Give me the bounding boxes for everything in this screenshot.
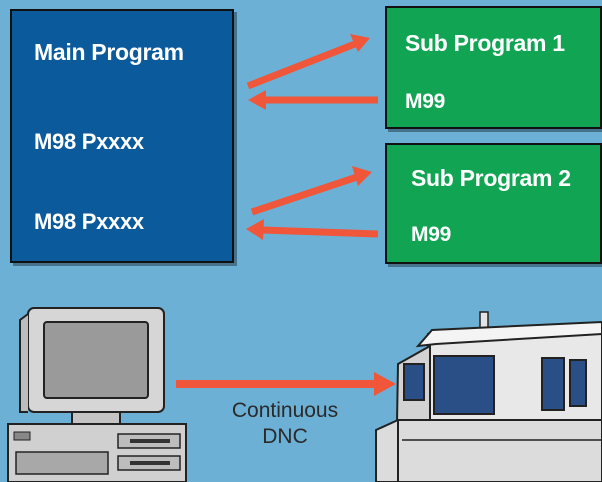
main-program-title: Main Program (34, 39, 184, 65)
sub-program-2-box: Sub Program 2 M99 (385, 143, 602, 264)
return-arrow-2 (246, 219, 379, 240)
sub-program-2-title: Sub Program 2 (411, 165, 571, 191)
dnc-caption-line-2: DNC (262, 425, 308, 448)
dnc-arrow (176, 372, 396, 396)
dnc-caption-line-1: Continuous (231, 399, 339, 422)
return-arrow-1 (248, 90, 378, 110)
cnc-machine-icon (375, 311, 602, 482)
computer-icon (7, 307, 187, 482)
sub-program-2-return: M99 (411, 223, 451, 246)
call-arrow-1 (246, 34, 370, 90)
sub-program-1-return: M99 (405, 90, 445, 113)
sub-program-1-title: Sub Program 1 (405, 30, 565, 56)
call-arrow-2 (250, 166, 372, 216)
dnc-caption: Continuous DNC (200, 398, 370, 450)
main-program-call-1: M98 Pxxxx (34, 129, 144, 154)
main-program-box: Main Program M98 Pxxxx M98 Pxxxx (10, 9, 234, 263)
main-program-call-2: M98 Pxxxx (34, 209, 144, 234)
sub-program-1-box: Sub Program 1 M99 (385, 6, 602, 129)
